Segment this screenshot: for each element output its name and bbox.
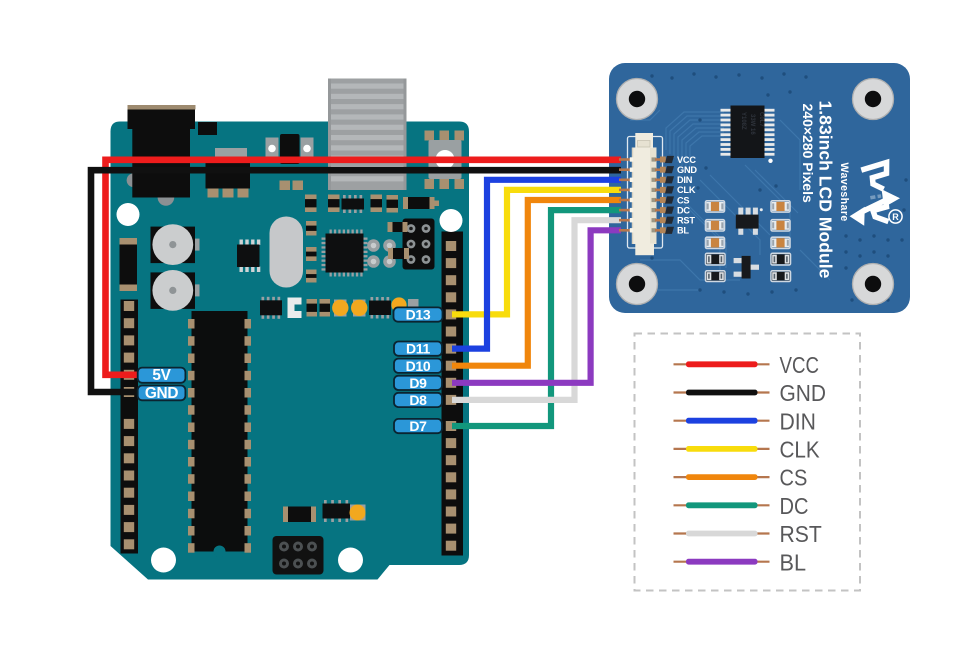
svg-text:D11: D11: [406, 341, 431, 357]
svg-text:D13: D13: [406, 307, 431, 323]
svg-text:VCC: VCC: [677, 155, 696, 165]
svg-text:DIN: DIN: [677, 175, 693, 185]
svg-text:GND: GND: [780, 380, 827, 406]
svg-text:5V: 5V: [152, 367, 171, 384]
svg-text:BL: BL: [677, 226, 689, 236]
svg-text:R: R: [892, 212, 899, 222]
svg-text:DC: DC: [677, 205, 690, 215]
svg-text:CLK: CLK: [780, 437, 820, 463]
svg-text:240×280 Pixels: 240×280 Pixels: [800, 104, 816, 203]
svg-text:C0L7: C0L7: [758, 112, 764, 127]
svg-text:Y108Z: Y108Z: [740, 112, 746, 130]
svg-text:D10: D10: [406, 358, 431, 374]
svg-text:GND: GND: [677, 165, 697, 175]
svg-text:33W 16: 33W 16: [749, 114, 755, 135]
svg-text:D9: D9: [409, 375, 427, 391]
svg-text:RST: RST: [677, 216, 695, 226]
svg-text:DC: DC: [780, 493, 809, 519]
svg-text:RST: RST: [780, 521, 822, 547]
svg-text:CLK: CLK: [677, 185, 696, 195]
svg-text:VCC: VCC: [780, 352, 820, 378]
svg-text:1.83inch LCD Module: 1.83inch LCD Module: [816, 101, 836, 279]
svg-text:CS: CS: [677, 195, 689, 205]
svg-text:Waveshare: Waveshare: [838, 163, 850, 222]
svg-text:BL: BL: [780, 549, 807, 575]
svg-text:DIN: DIN: [780, 408, 817, 434]
svg-text:CS: CS: [780, 465, 808, 491]
svg-text:D7: D7: [409, 418, 427, 434]
svg-text:D8: D8: [409, 392, 427, 408]
svg-text:GND: GND: [145, 385, 178, 402]
